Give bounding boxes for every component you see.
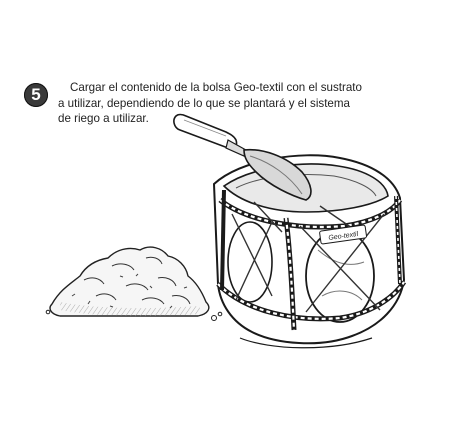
instruction-line: de riego a utilizar. xyxy=(58,112,149,126)
container-label-tag: Geo-textil xyxy=(319,224,367,245)
trowel-icon xyxy=(173,113,312,201)
instruction-line: Cargar el contenido de la bolsa Geo-text… xyxy=(70,81,362,94)
container-label-text: Geo-textil xyxy=(328,231,359,242)
instruction-line: a utilizar, dependiendo de lo que se pla… xyxy=(58,96,350,110)
step-instructions: Cargar el contenido de la bolsa Geo-text… xyxy=(58,80,428,127)
step-number: 5 xyxy=(31,85,41,104)
soil-pile-icon xyxy=(45,246,223,321)
step-number-badge: 5 xyxy=(24,83,48,107)
